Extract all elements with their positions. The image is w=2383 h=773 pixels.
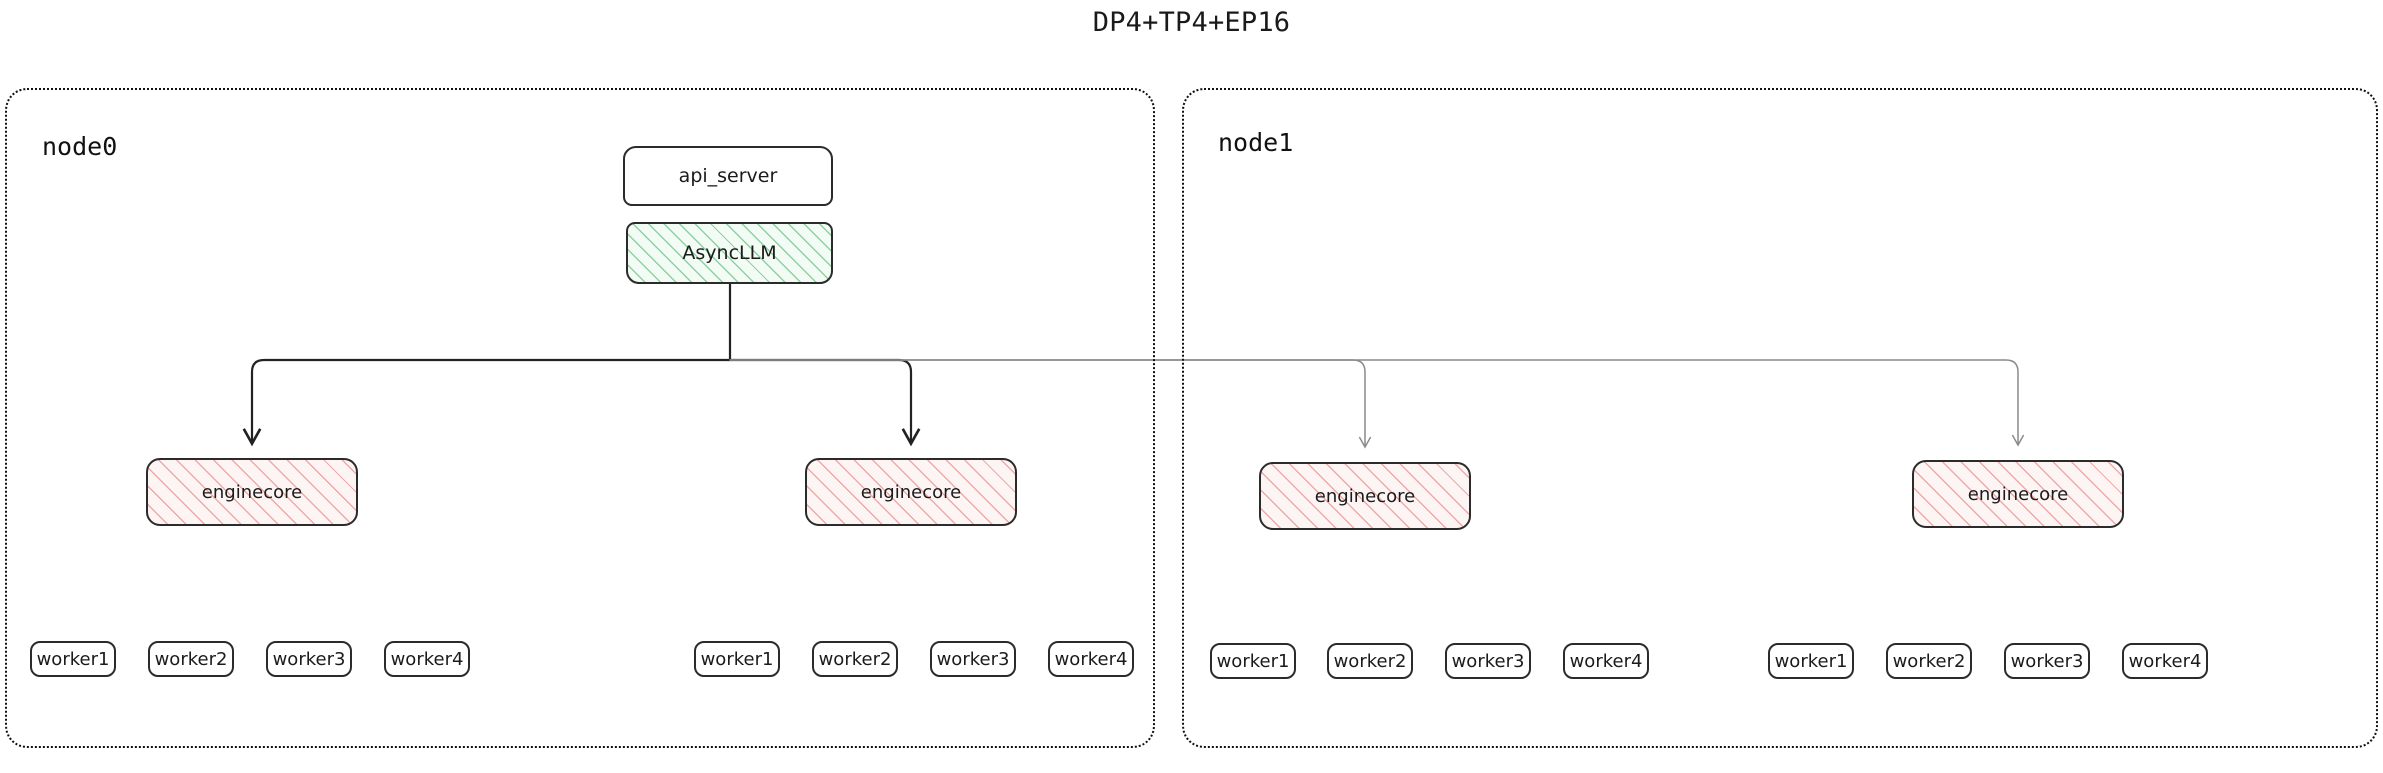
node-worker[interactable]: worker3: [266, 641, 352, 677]
cluster-node1-label: node1: [1218, 128, 1294, 157]
node-worker[interactable]: worker3: [2004, 643, 2090, 679]
node-worker[interactable]: worker4: [1048, 641, 1134, 677]
node-worker[interactable]: worker1: [1210, 643, 1296, 679]
node-enginecore[interactable]: enginecore: [1259, 462, 1471, 530]
node-worker[interactable]: worker4: [1563, 643, 1649, 679]
node-worker[interactable]: worker2: [148, 641, 234, 677]
node-worker[interactable]: worker2: [1886, 643, 1972, 679]
node-worker[interactable]: worker1: [30, 641, 116, 677]
node-worker[interactable]: worker1: [1768, 643, 1854, 679]
node-worker[interactable]: worker4: [384, 641, 470, 677]
node-worker[interactable]: worker1: [694, 641, 780, 677]
cluster-node0: [5, 88, 1155, 748]
node-worker[interactable]: worker3: [930, 641, 1016, 677]
node-enginecore[interactable]: enginecore: [146, 458, 358, 526]
node-enginecore[interactable]: enginecore: [1912, 460, 2124, 528]
cluster-node0-label: node0: [42, 132, 118, 161]
node-api-server[interactable]: api_server: [623, 146, 833, 206]
node-worker[interactable]: worker3: [1445, 643, 1531, 679]
node-worker[interactable]: worker4: [2122, 643, 2208, 679]
cluster-node1: [1182, 88, 2378, 748]
page-title: DP4+TP4+EP16: [1092, 7, 1291, 38]
node-enginecore[interactable]: enginecore: [805, 458, 1017, 526]
node-worker[interactable]: worker2: [812, 641, 898, 677]
node-worker[interactable]: worker2: [1327, 643, 1413, 679]
node-async-llm[interactable]: AsyncLLM: [626, 222, 833, 284]
